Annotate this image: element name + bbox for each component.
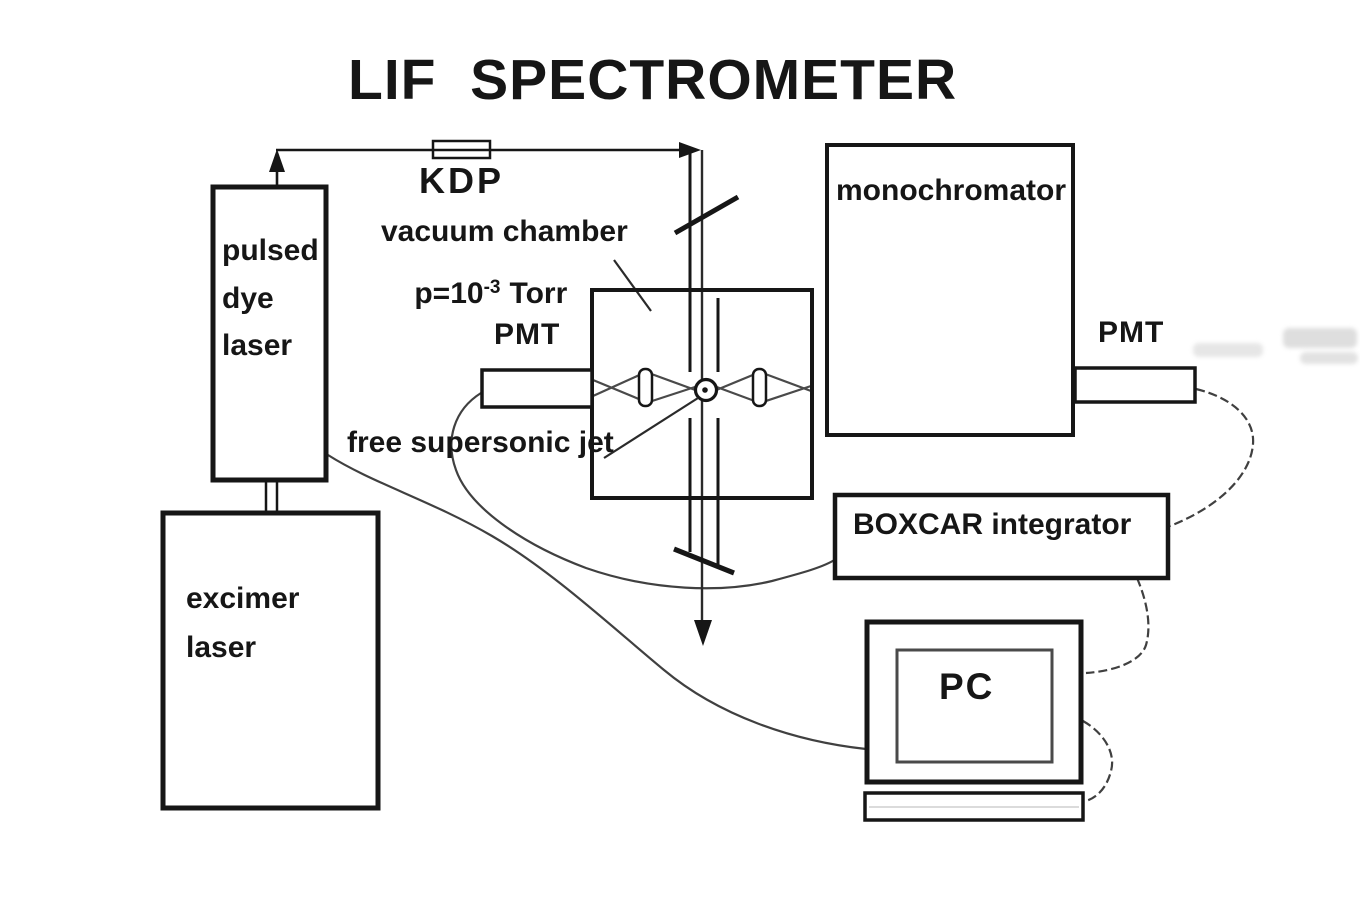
pressure-unit: Torr [509,277,568,310]
kdp-label: KDP [419,160,505,201]
pmt-right-label: PMT [1098,316,1165,349]
pc-screen [895,648,1054,764]
pulsed-dye-laser-box [210,184,329,483]
scan-artifact [1193,343,1263,357]
beam-right-arrowhead [679,142,701,158]
chamber-pointer-line [613,259,652,312]
dye-laser-label-line2: dye [222,282,274,315]
vacuum-chamber-label: vacuum chamber [381,215,628,248]
cable-pmt-right-to-boxcar [1169,387,1255,528]
kdp-crystal [431,139,492,160]
cable-laser-to-pc [327,454,867,751]
lens-right [751,367,768,408]
boxcar-label: BOXCAR integrator [853,508,1132,541]
pmt-left-box [480,368,594,409]
interaction-region-dot [702,387,708,393]
brewster-window-bottom [673,546,735,576]
pmt-left-label: PMT [494,318,561,351]
ray-bundle [592,370,812,405]
monochromator-box [825,143,1075,437]
free-jet-label: free supersonic jet [347,426,614,459]
excimer-laser-label-line1: excimer [186,582,300,615]
excimer-laser-label-line2: laser [186,631,257,664]
pmt-right-box [1073,366,1197,404]
pressure-base: p=10 [414,277,484,310]
beam-up-arrowhead [269,149,285,172]
pressure-exponent: -3 [483,277,501,298]
brewster-window-top [673,194,740,236]
cable-boxcar-to-pc [1085,577,1150,675]
scan-artifact [1300,352,1358,364]
pc-label: PC [939,666,995,707]
diagram-title: LIF SPECTROMETER [348,48,958,112]
monochromator-label: monochromator [836,174,1067,207]
cable-pc-to-keyboard [1082,720,1114,803]
laser-coupling-lines [264,480,279,513]
pressure-label: p=10-3 Torr [381,249,567,339]
boxcar-box [832,492,1171,581]
dye-laser-label-line1: pulsed [222,234,319,267]
excimer-laser-box [160,510,381,811]
jet-pointer-line [603,397,699,459]
lens-left [637,367,654,408]
beam-down-arrowhead [694,620,712,646]
dye-laser-label-line3: laser [222,329,293,362]
cable-pmt-left-to-boxcar [450,392,837,590]
scan-artifact [1283,328,1357,348]
